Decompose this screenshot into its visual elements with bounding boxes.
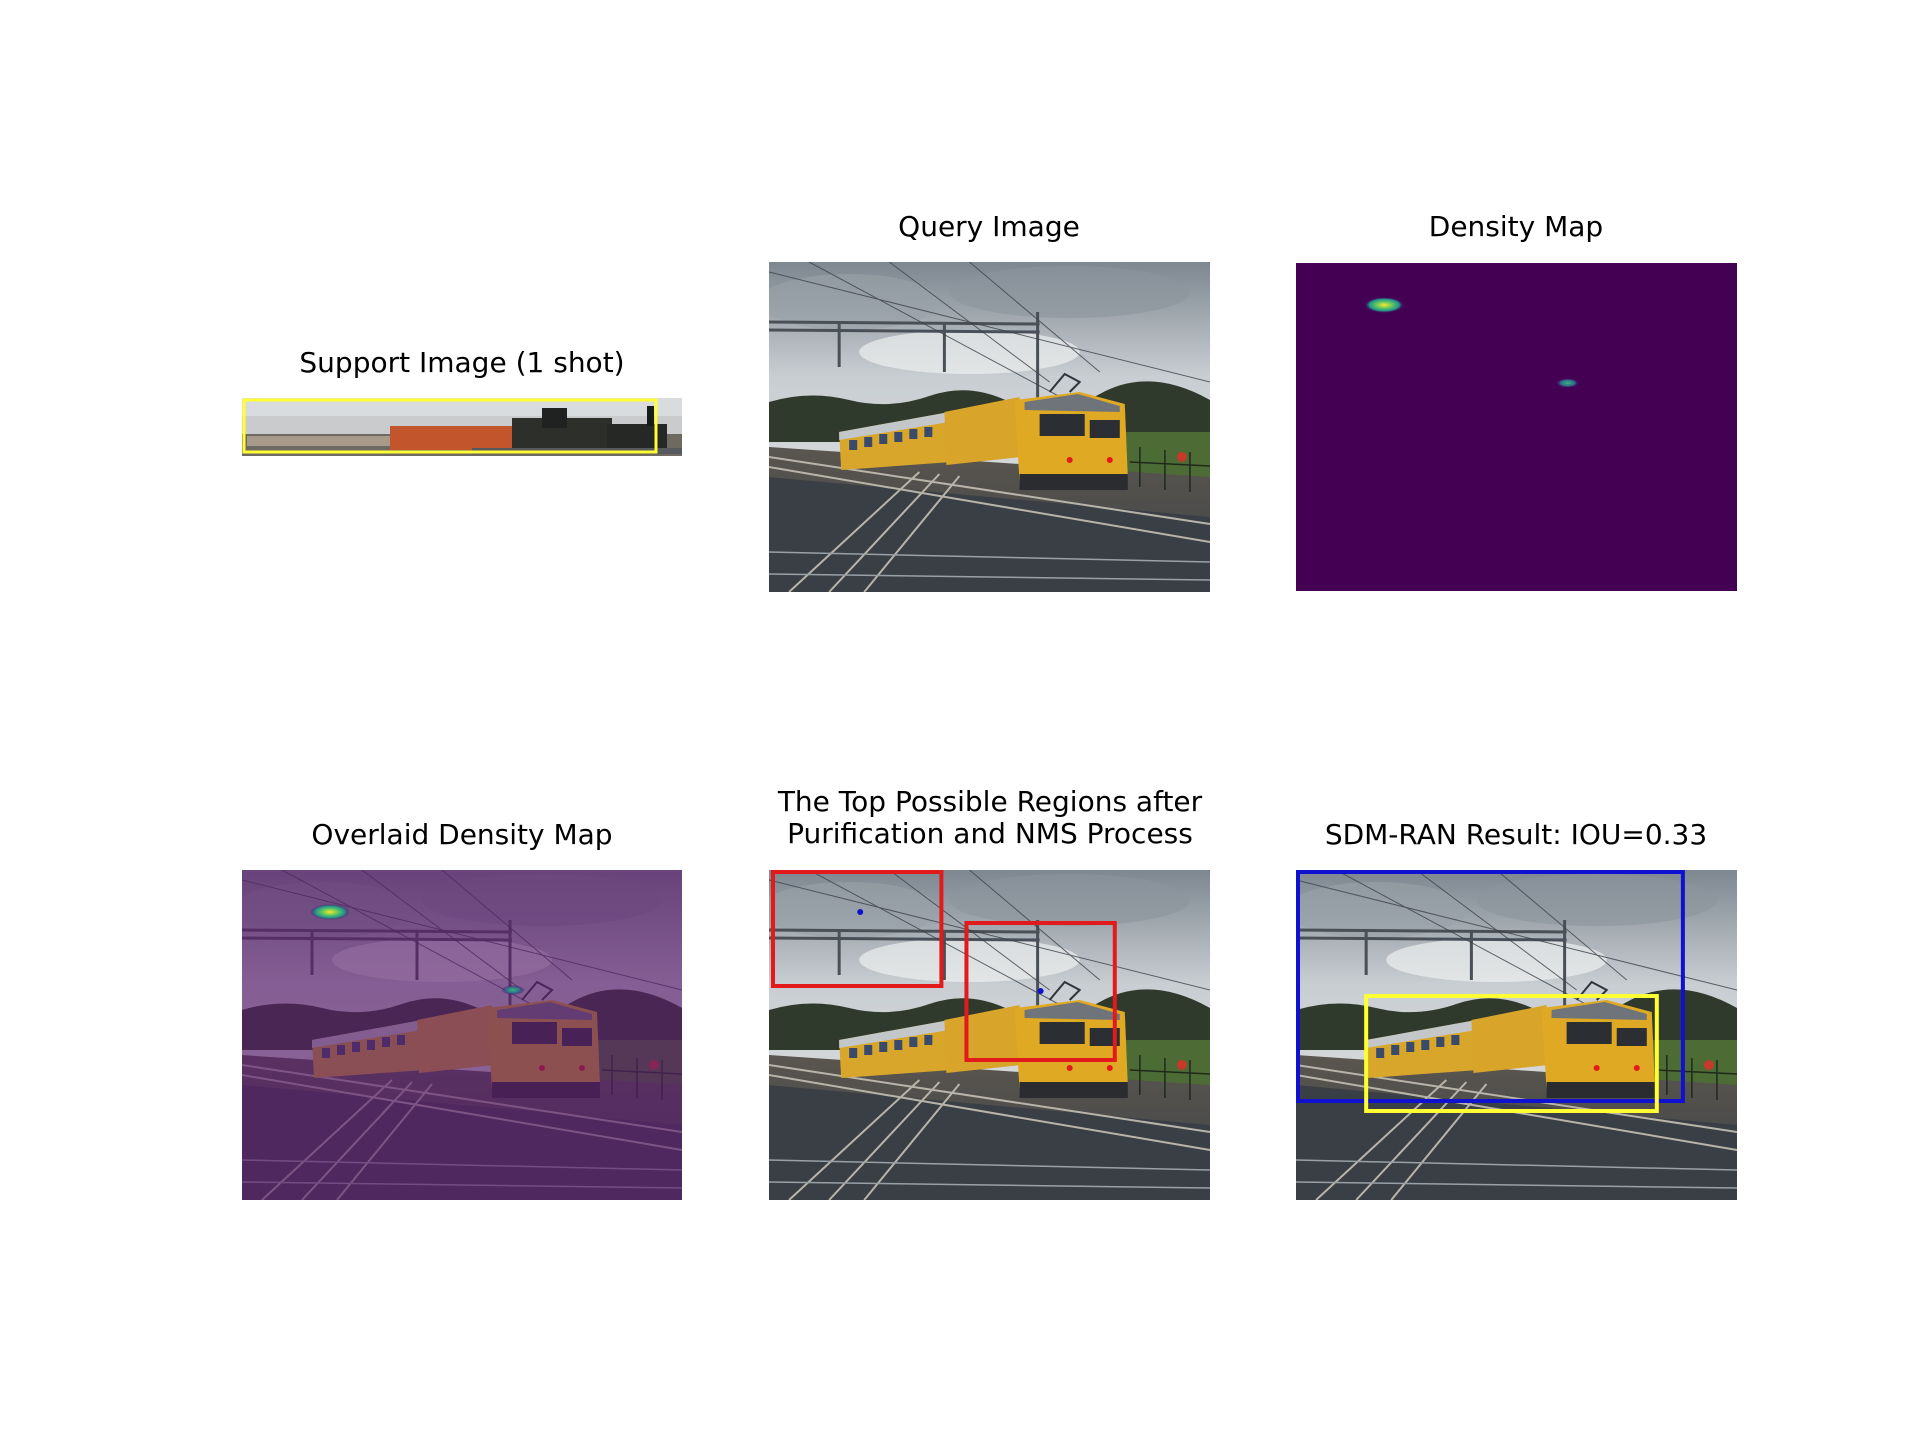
ground-truth-box xyxy=(1364,994,1659,1113)
density-peak xyxy=(1364,297,1405,313)
region-center-dot xyxy=(1037,988,1044,994)
candidate-region-box xyxy=(964,921,1117,1062)
density-map xyxy=(1296,263,1737,591)
result-image xyxy=(1296,870,1737,1200)
regions-image xyxy=(769,870,1210,1200)
density-map-title: Density Map xyxy=(1428,210,1604,243)
overlaid-density-title: Overlaid Density Map xyxy=(311,818,613,851)
density-peak xyxy=(1555,378,1580,388)
regions-title-line-1: The Top Possible Regions after xyxy=(777,785,1203,818)
query-image-title: Query Image xyxy=(898,210,1080,243)
support-image-title: Support Image (1 shot) xyxy=(299,346,625,379)
support-box xyxy=(242,398,658,454)
region-center-dot xyxy=(857,909,864,915)
candidate-region-box xyxy=(771,870,944,988)
query-image xyxy=(769,262,1210,592)
result-title: SDM-RAN Result: IOU=0.33 xyxy=(1324,818,1708,851)
overlaid-density-image xyxy=(242,870,682,1200)
prediction-box xyxy=(1296,870,1685,1103)
regions-title: The Top Possible Regions after Purificat… xyxy=(730,786,1250,850)
overlay-peak xyxy=(310,904,350,920)
support-image xyxy=(242,398,682,456)
regions-title-line-2: Purification and NMS Process xyxy=(787,817,1193,850)
overlay-peak xyxy=(501,985,525,995)
